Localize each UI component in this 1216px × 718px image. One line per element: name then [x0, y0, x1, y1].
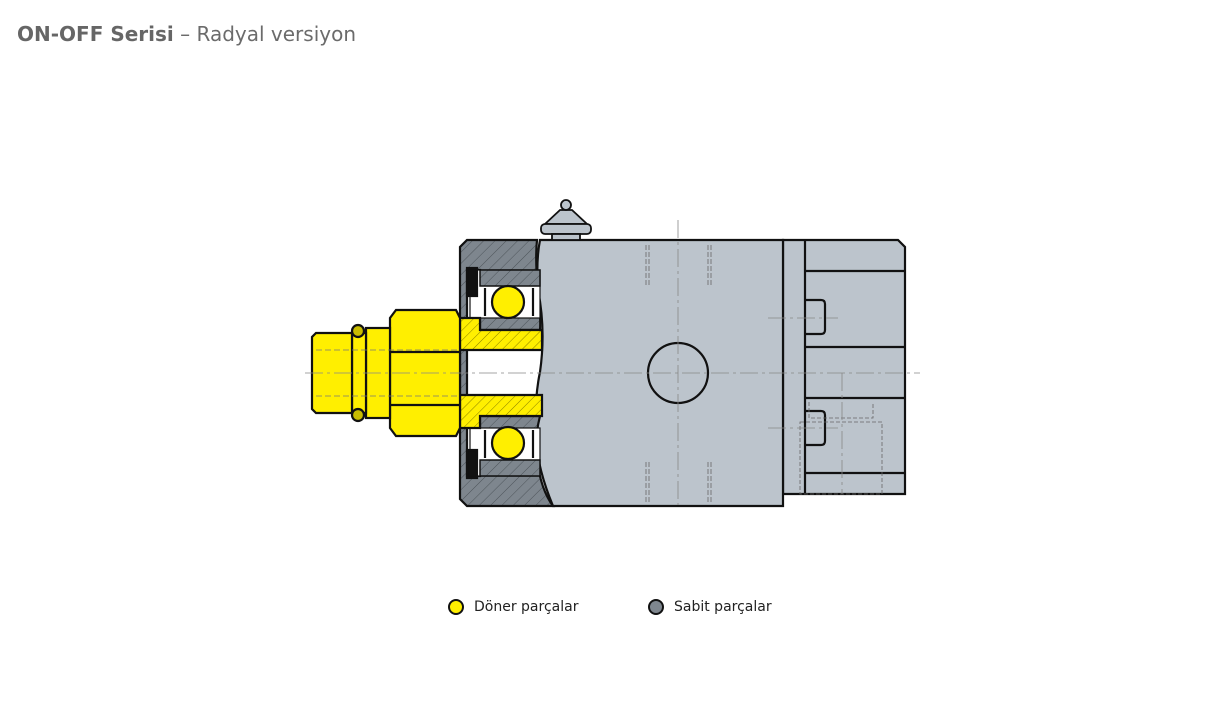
center-lines	[305, 220, 920, 505]
legend-fixed-parts: Sabit parçalar	[648, 599, 772, 615]
legend-label: Sabit parçalar	[674, 599, 772, 615]
grease-nipple-icon	[540, 199, 592, 241]
o-ring	[350, 323, 366, 339]
title-bold: ON-OFF Serisi	[17, 22, 174, 46]
end-cap-block	[781, 238, 907, 496]
title-subtitle: – Radyal versiyon	[180, 22, 356, 46]
bearing-ball	[490, 284, 526, 320]
page-title: ON-OFF Serisi – Radyal versiyon	[17, 22, 356, 46]
legend-label: Döner parçalar	[474, 599, 579, 615]
legend-rotating-parts: Döner parçalar	[448, 599, 578, 615]
seal	[465, 266, 479, 298]
threaded-inlet	[310, 331, 354, 415]
bearing-outer-race	[479, 269, 541, 287]
yellow-dot-icon	[448, 599, 464, 615]
gray-dot-icon	[648, 599, 664, 615]
hidden-lines	[645, 245, 712, 504]
